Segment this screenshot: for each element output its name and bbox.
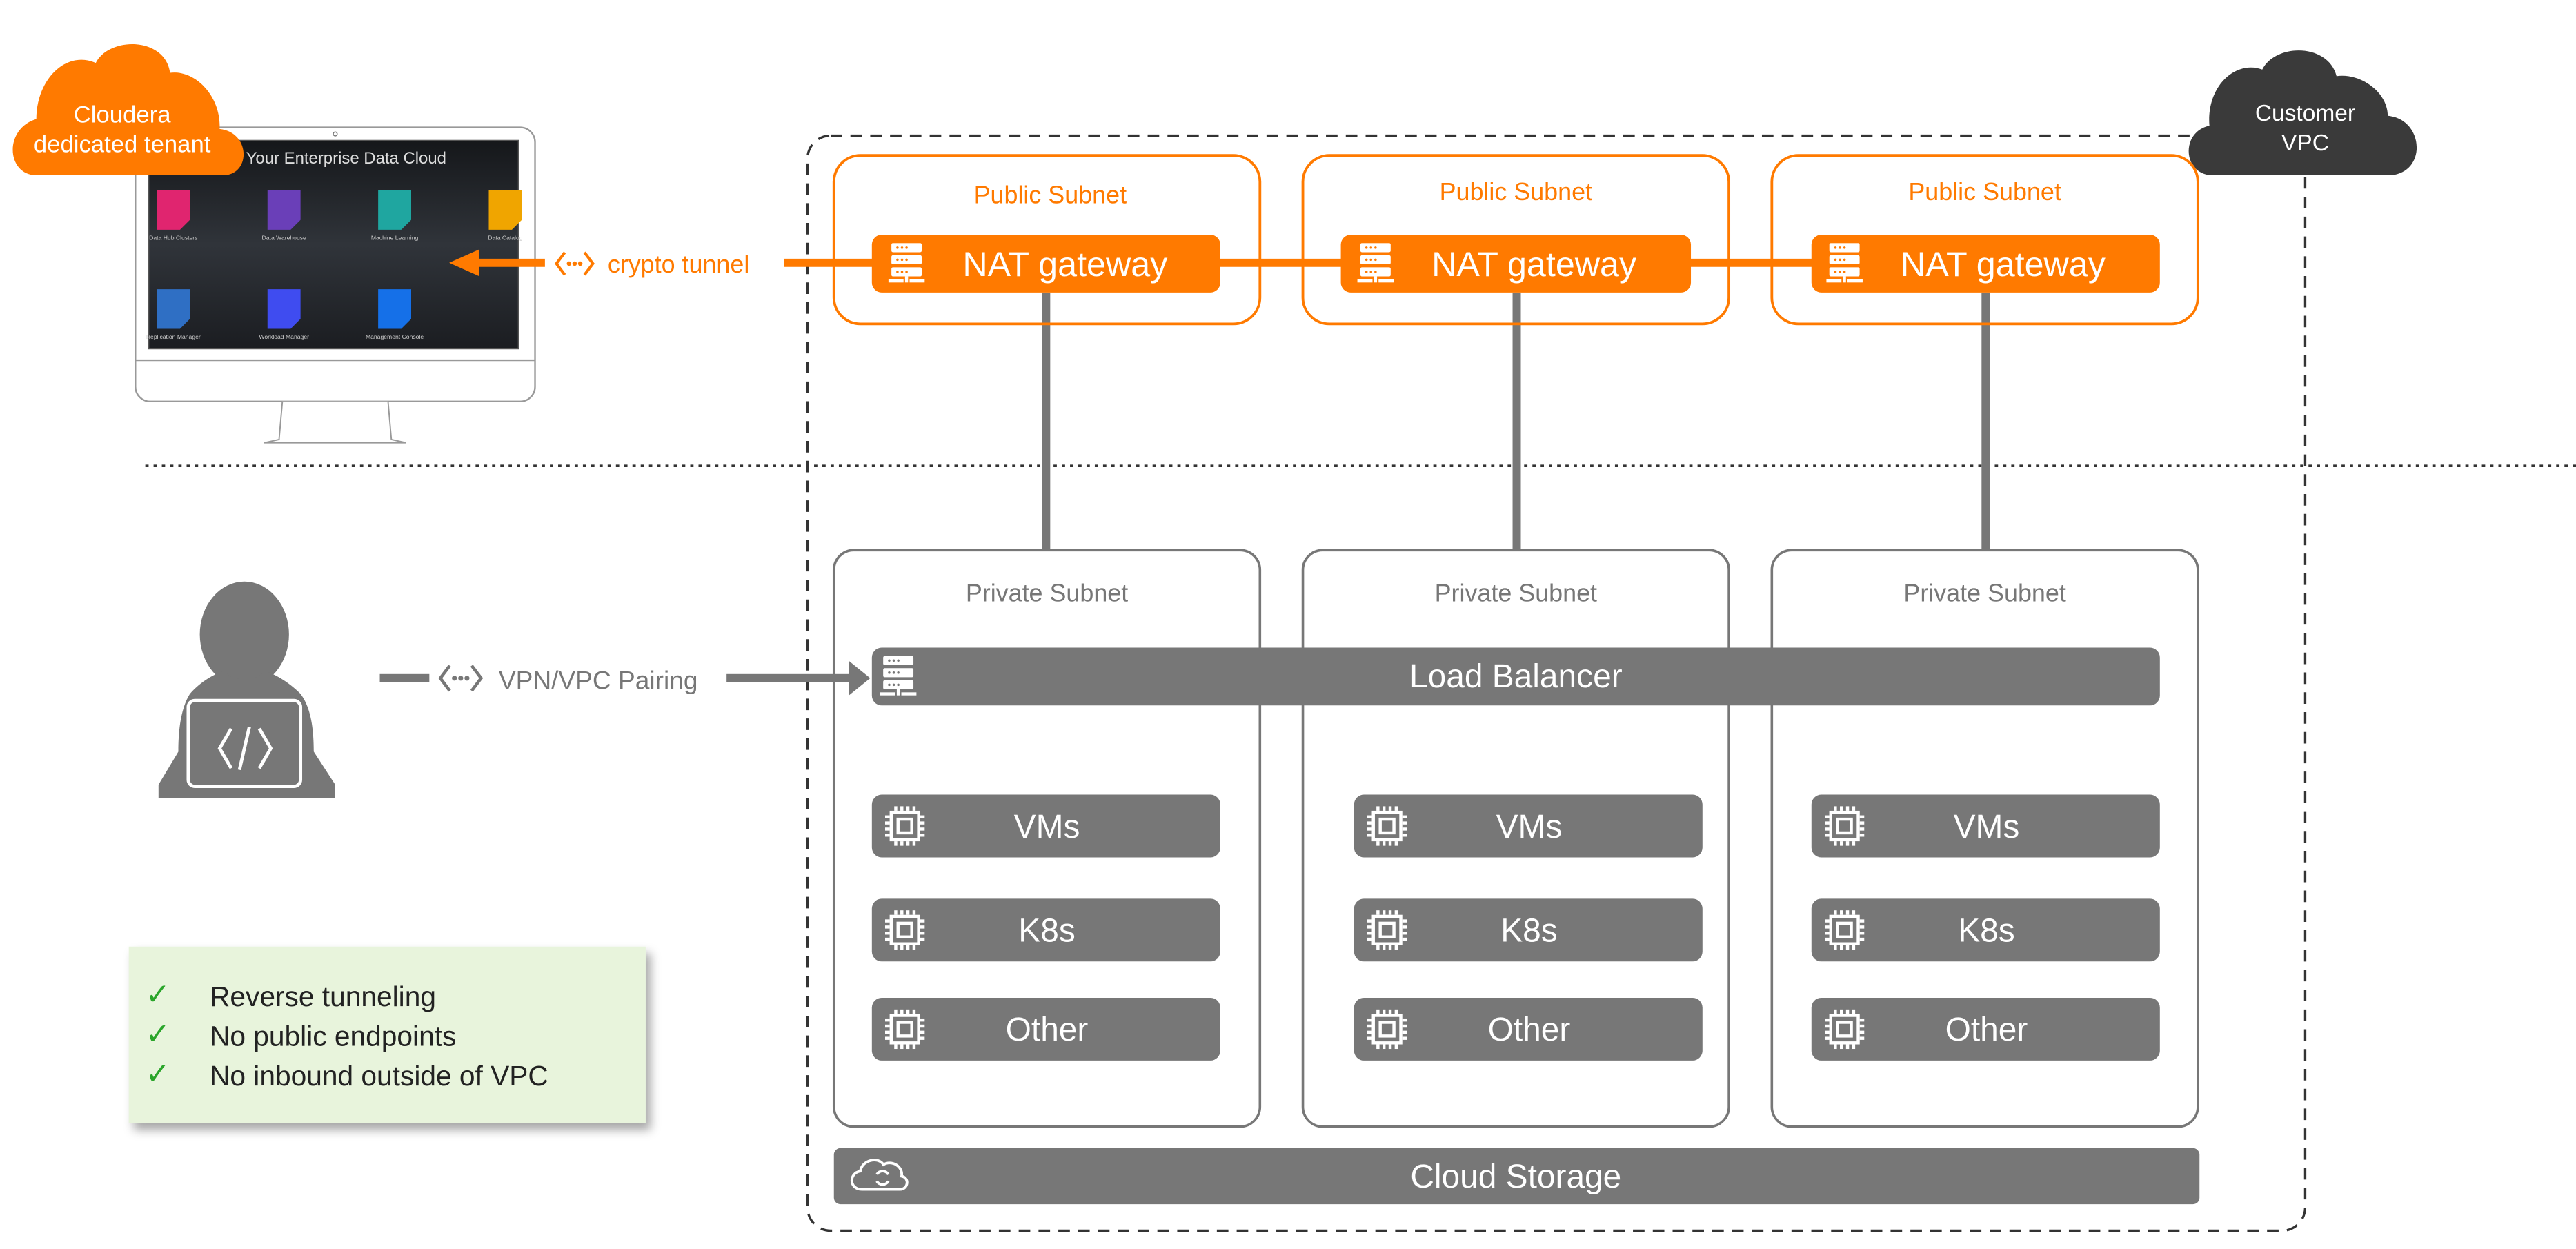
checklist-item: No public endpoints <box>210 1020 456 1052</box>
cloud-sync-icon <box>850 1159 909 1191</box>
private-subnet-title: Private Subnet <box>966 579 1128 607</box>
app-tile-label: Machine Learning <box>371 234 419 241</box>
tenant-label-line1: Cloudera <box>74 101 171 128</box>
resource-label: Other <box>1488 1012 1571 1048</box>
app-tile: Data Catalog <box>488 190 523 241</box>
resource-label: K8s <box>1500 913 1557 950</box>
resource-other[interactable]: Other <box>871 997 1220 1061</box>
resource-k8s[interactable]: K8s <box>871 898 1220 962</box>
public-subnet-title: Public Subnet <box>1908 178 2061 206</box>
monitor-screen <box>148 139 519 350</box>
resource-other[interactable]: Other <box>1354 997 1703 1061</box>
screen-tiles: Data Hub Clusters Data Warehouse Machine L… <box>146 190 523 340</box>
app-tile-icon <box>378 190 412 230</box>
nat-gateway-label: NAT gateway <box>962 245 1168 284</box>
checklist-item: Reverse tunneling <box>210 981 436 1012</box>
public-subnet: Public Subnet NAT gateway <box>832 154 1262 326</box>
load-balancer[interactable]: Load Balancer <box>871 647 2160 706</box>
vpn-label: VPN/VPC Pairing <box>499 665 698 694</box>
resource-vms[interactable]: VMs <box>871 794 1220 858</box>
app-tile: Data Hub Clusters <box>149 190 197 241</box>
app-tile-icon <box>378 289 412 329</box>
resource-other[interactable]: Other <box>1811 997 2160 1061</box>
private-subnet-title: Private Subnet <box>1435 579 1597 607</box>
app-tile-icon <box>488 190 522 230</box>
app-tile-icon <box>267 289 301 329</box>
app-tile-icon <box>157 190 190 230</box>
vpn-connector: VPN/VPC Pairing <box>379 660 871 696</box>
benefits-checklist: ✓ Reverse tunneling ✓ No public endpoint… <box>128 946 646 1123</box>
app-tile-icon <box>267 190 301 230</box>
cloud-storage-label: Cloud Storage <box>1410 1159 1621 1195</box>
private-subnet-title: Private Subnet <box>1903 579 2065 607</box>
check-icon: ✓ <box>146 978 170 1012</box>
app-tile-label: Replication Manager <box>146 333 201 340</box>
load-balancer-label: Load Balancer <box>1409 658 1623 695</box>
customer-vpc-cloud: Customer VPC <box>2188 50 2417 175</box>
app-tile: Machine Learning <box>371 190 419 241</box>
tunnel-dots-icon <box>557 253 593 275</box>
public-subnet: Public Subnet NAT gateway <box>1770 154 2199 326</box>
crypto-tunnel-label: crypto tunnel <box>608 250 750 278</box>
resource-label: VMs <box>1014 809 1080 845</box>
resource-label: Other <box>1006 1012 1089 1048</box>
resource-label: K8s <box>1958 913 2014 950</box>
nat-gateway-label: NAT gateway <box>1431 245 1637 284</box>
app-tile-icon <box>157 289 190 329</box>
resource-label: VMs <box>1496 809 1563 845</box>
app-tile: Replication Manager <box>146 289 201 340</box>
nat-gateway-label: NAT gateway <box>1901 245 2106 284</box>
app-tile: Management Console <box>366 289 424 340</box>
customer-vpc-boundary <box>806 134 2307 1232</box>
cloudera-tenant-cloud: Cloudera dedicated tenant <box>12 44 244 175</box>
resource-label: Other <box>1945 1012 2028 1048</box>
app-tile-label: Data Catalog <box>488 234 522 241</box>
tunnel-dots-icon <box>440 666 481 691</box>
resource-label: VMs <box>1954 809 2020 845</box>
nat-gateway[interactable]: NAT gateway <box>1340 235 1692 293</box>
customer-vpc-line2: VPC <box>2281 130 2329 156</box>
resource-vms[interactable]: VMs <box>1811 794 2160 858</box>
resource-k8s[interactable]: K8s <box>1354 898 1703 962</box>
app-tile: Workload Manager <box>259 289 309 340</box>
cloud-storage[interactable]: Cloud Storage <box>833 1148 2200 1205</box>
check-icon: ✓ <box>146 1018 170 1051</box>
checklist-item: No inbound outside of VPC <box>210 1060 548 1092</box>
app-tile-label: Workload Manager <box>259 333 309 340</box>
app-tile-label: Data Hub Clusters <box>149 234 197 241</box>
check-icon: ✓ <box>146 1057 170 1090</box>
public-subnet-title: Public Subnet <box>974 181 1127 209</box>
nat-to-private-links <box>1042 292 1990 551</box>
public-subnet-title: Public Subnet <box>1440 178 1593 206</box>
customer-vpc-line1: Customer <box>2255 101 2355 126</box>
nat-gateway[interactable]: NAT gateway <box>871 235 1220 293</box>
tenant-label-line2: dedicated tenant <box>34 131 211 157</box>
developer-user-icon <box>158 581 335 798</box>
resource-vms[interactable]: VMs <box>1354 794 1703 858</box>
public-subnet: Public Subnet NAT gateway <box>1301 154 1731 326</box>
app-tile-label: Data Warehouse <box>262 234 306 241</box>
resource-k8s[interactable]: K8s <box>1811 898 2160 962</box>
app-tile-label: Management Console <box>366 333 424 340</box>
resource-label: K8s <box>1018 913 1075 950</box>
nat-gateway[interactable]: NAT gateway <box>1811 235 2160 293</box>
screen-title: Your Enterprise Data Cloud <box>246 149 446 168</box>
app-tile: Data Warehouse <box>262 190 306 241</box>
monitor: Your Enterprise Data Cloud Data Hub Clus… <box>135 126 536 444</box>
